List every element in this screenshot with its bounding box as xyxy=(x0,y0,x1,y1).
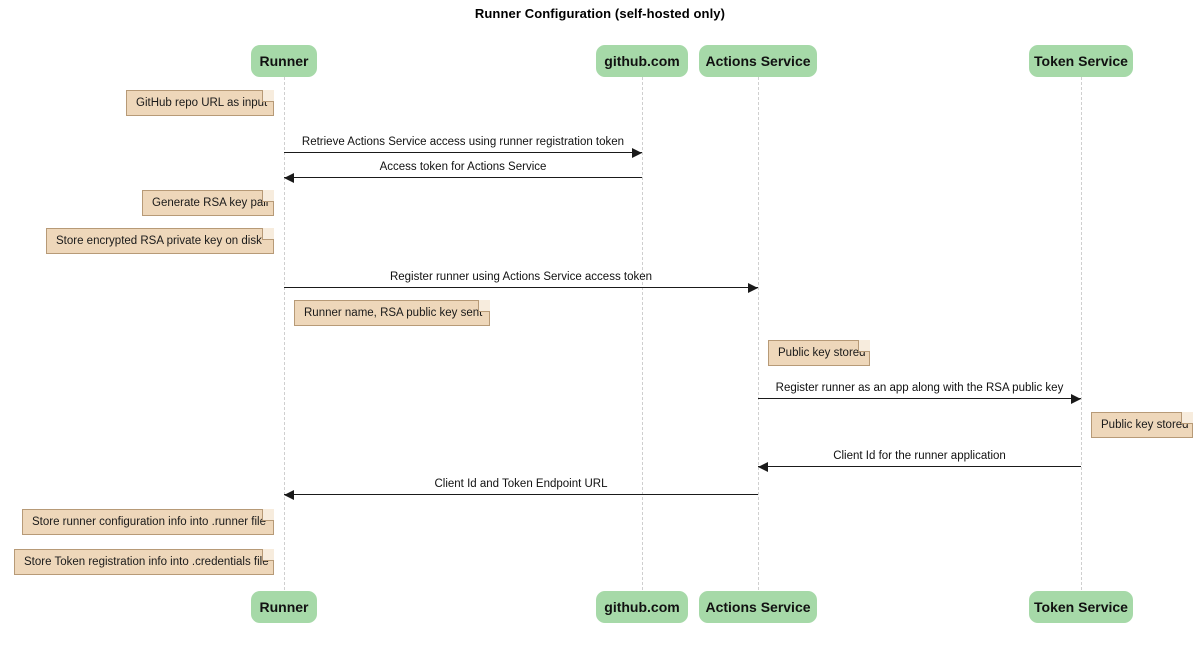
note-fold-corner-icon xyxy=(262,228,274,240)
note-generate-rsa: Generate RSA key pair xyxy=(142,190,274,216)
msg-retrieve-actions-access-arrowhead xyxy=(632,147,642,158)
msg-retrieve-actions-access-line xyxy=(284,152,642,153)
participant-header-token[interactable]: Token Service xyxy=(1029,45,1133,77)
note-public-key-stored-2: Public key stored xyxy=(1091,412,1193,438)
note-store-token-reg: Store Token registration info into .cred… xyxy=(14,549,274,575)
note-store-runner-config: Store runner configuration info into .ru… xyxy=(22,509,274,535)
msg-access-token-label: Access token for Actions Service xyxy=(379,161,547,173)
participant-footer-actions[interactable]: Actions Service xyxy=(699,591,817,623)
msg-register-runner-arrowhead xyxy=(748,282,758,293)
note-store-private-key: Store encrypted RSA private key on disk xyxy=(46,228,274,254)
msg-client-id-line xyxy=(758,466,1081,467)
note-store-private-key-label: Store encrypted RSA private key on disk xyxy=(56,235,262,247)
participant-header-runner[interactable]: Runner xyxy=(251,45,317,77)
lifeline-github xyxy=(642,77,643,590)
msg-register-app-rsa-line xyxy=(758,398,1081,399)
note-fold-corner-icon xyxy=(262,190,274,202)
note-generate-rsa-label: Generate RSA key pair xyxy=(152,197,270,209)
msg-client-id-token-url-arrowhead xyxy=(284,489,294,500)
note-runner-name-pubkey-label: Runner name, RSA public key sent xyxy=(304,307,483,319)
msg-access-token-arrowhead xyxy=(284,172,294,183)
note-store-runner-config-label: Store runner configuration info into .ru… xyxy=(32,516,266,528)
msg-register-app-rsa-arrowhead xyxy=(1071,393,1081,404)
msg-client-id-token-url-label: Client Id and Token Endpoint URL xyxy=(434,478,608,490)
participant-header-github[interactable]: github.com xyxy=(596,45,688,77)
note-fold-corner-icon xyxy=(262,549,274,561)
msg-access-token-line xyxy=(284,177,642,178)
diagram-title: Runner Configuration (self-hosted only) xyxy=(474,6,726,21)
note-fold-corner-icon xyxy=(1181,412,1193,424)
lifeline-token xyxy=(1081,77,1082,590)
participant-footer-runner[interactable]: Runner xyxy=(251,591,317,623)
msg-client-id-arrowhead xyxy=(758,461,768,472)
participant-footer-token[interactable]: Token Service xyxy=(1029,591,1133,623)
msg-register-runner-label: Register runner using Actions Service ac… xyxy=(389,271,653,283)
note-public-key-stored-2-label: Public key stored xyxy=(1101,419,1189,431)
note-fold-corner-icon xyxy=(262,90,274,102)
note-public-key-stored-1: Public key stored xyxy=(768,340,870,366)
participant-footer-github[interactable]: github.com xyxy=(596,591,688,623)
note-fold-corner-icon xyxy=(478,300,490,312)
msg-client-id-label: Client Id for the runner application xyxy=(833,450,1006,462)
note-github-repo-url: GitHub repo URL as input xyxy=(126,90,274,116)
participant-header-actions[interactable]: Actions Service xyxy=(699,45,817,77)
note-public-key-stored-1-label: Public key stored xyxy=(778,347,866,359)
msg-client-id-token-url-line xyxy=(284,494,758,495)
note-runner-name-pubkey: Runner name, RSA public key sent xyxy=(294,300,490,326)
msg-register-runner-line xyxy=(284,287,758,288)
lifeline-runner xyxy=(284,77,285,590)
note-github-repo-url-label: GitHub repo URL as input xyxy=(136,97,268,109)
lifeline-actions xyxy=(758,77,759,590)
note-store-token-reg-label: Store Token registration info into .cred… xyxy=(24,556,269,568)
msg-register-app-rsa-label: Register runner as an app along with the… xyxy=(775,382,1064,394)
note-fold-corner-icon xyxy=(858,340,870,352)
note-fold-corner-icon xyxy=(262,509,274,521)
msg-retrieve-actions-access-label: Retrieve Actions Service access using ru… xyxy=(301,136,625,148)
